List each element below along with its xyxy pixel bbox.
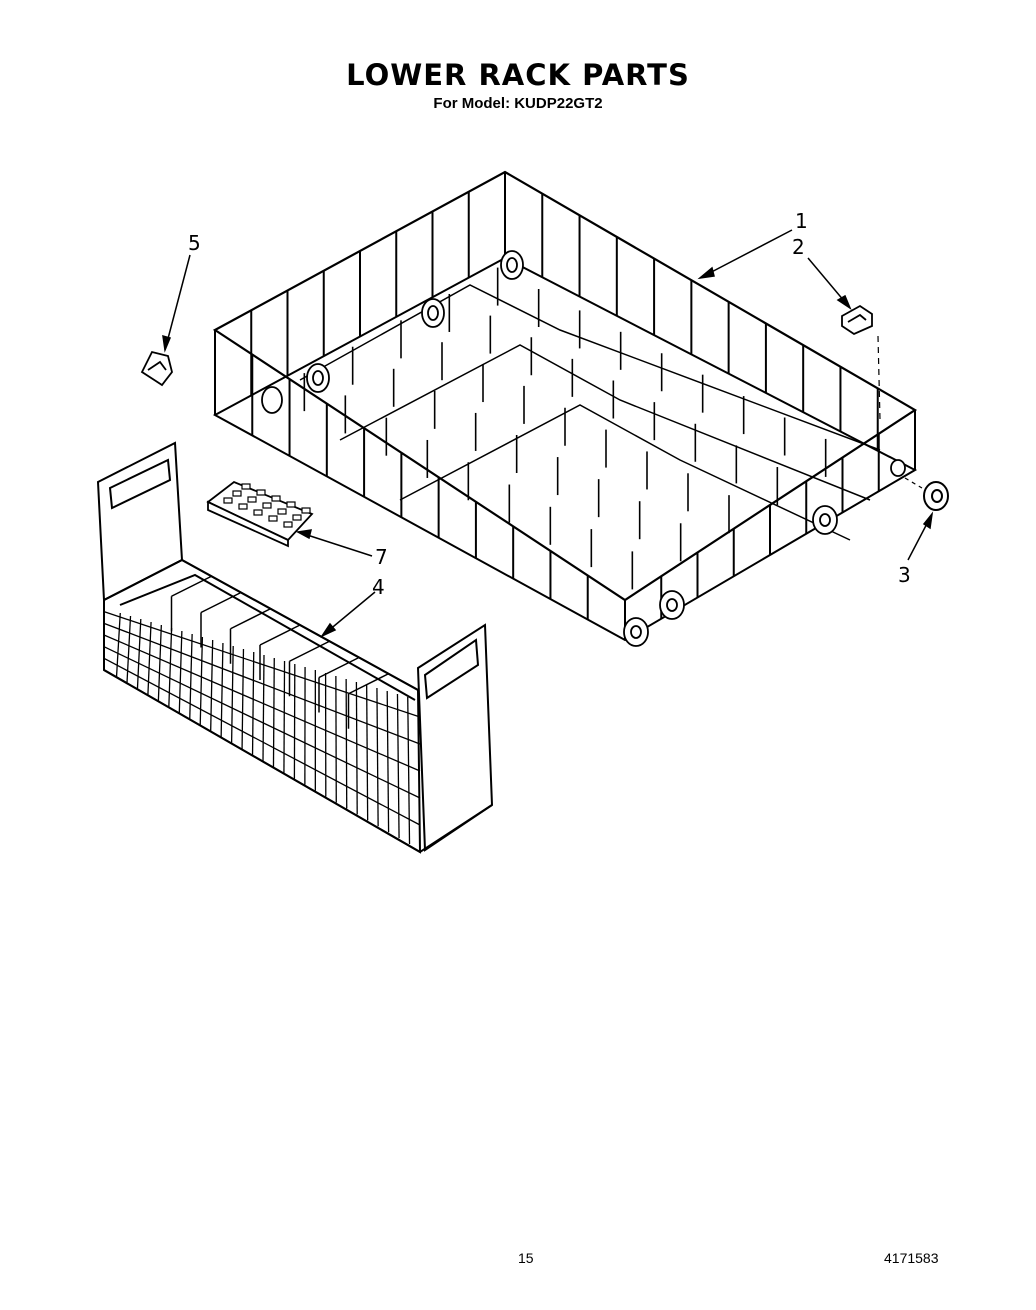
rack-wheel-drawing <box>904 477 949 511</box>
callout-4: 4 <box>372 575 385 599</box>
basket-lid-drawing <box>206 480 314 548</box>
callout-2: 2 <box>792 235 805 259</box>
callout-7: 7 <box>375 545 388 569</box>
model-subtitle: For Model: KUDP22GT2 <box>433 95 603 112</box>
page-number: 15 <box>518 1250 534 1266</box>
rack-clip-drawing <box>841 304 881 421</box>
basket-clip-drawing <box>140 350 173 387</box>
callout-5: 5 <box>188 231 201 255</box>
page-title: LOWER RACK PARTS <box>346 58 690 92</box>
callout-1: 1 <box>795 209 808 233</box>
silverware-basket-drawing <box>96 441 494 854</box>
lower-rack-drawing <box>212 170 918 647</box>
callout-3: 3 <box>898 563 911 587</box>
leader-lines <box>162 229 934 638</box>
document-number: 4171583 <box>884 1250 939 1266</box>
